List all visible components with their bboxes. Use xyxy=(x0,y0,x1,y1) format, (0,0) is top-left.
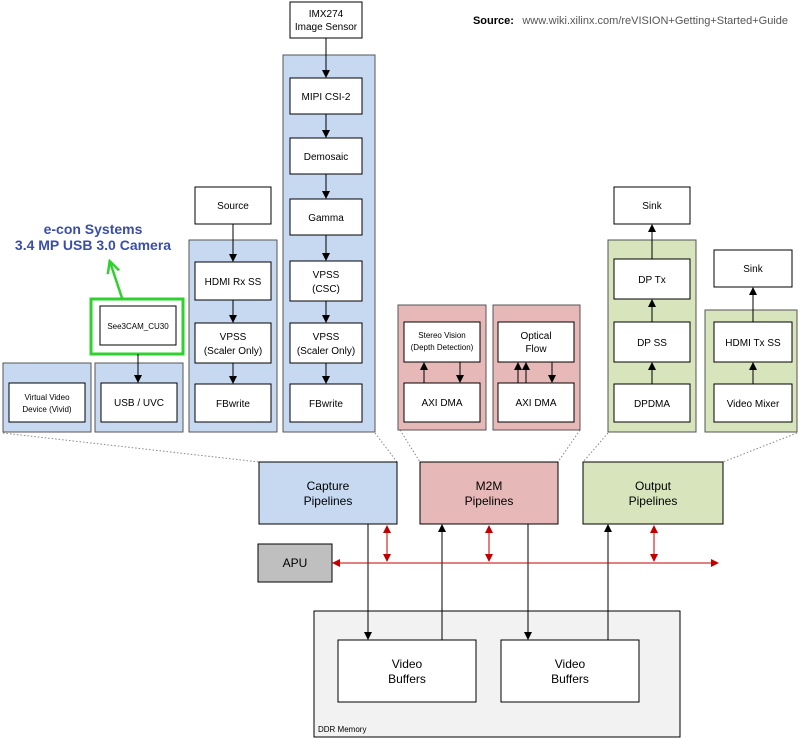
source-url: www.wiki.xilinx.com/reVISION+Getting+Sta… xyxy=(521,15,788,27)
m2m-pipelines-box: M2M Pipelines xyxy=(419,461,559,525)
m2m-label-1: M2M xyxy=(476,479,503,493)
vivid-label-2: Device (Vivid) xyxy=(22,405,72,414)
output-pipelines-box: Output Pipelines xyxy=(582,461,724,525)
vpss-csc-label-1: VPSS xyxy=(313,270,340,281)
hdmi-tx-box: HDMI Tx SS xyxy=(713,321,793,363)
see3cam-highlight xyxy=(89,297,185,356)
vivid-label-1: Virtual Video xyxy=(24,393,70,402)
dotted-connectors xyxy=(2,429,798,463)
sink-2-label: Sink xyxy=(743,264,763,275)
fbwrite-mid-label: FBwrite xyxy=(309,399,343,410)
vpss-scaler-left-label-2: (Scaler Only) xyxy=(204,346,262,357)
capture-label-1: Capture xyxy=(307,479,350,493)
axi-dma-1-box: AXI DMA xyxy=(403,382,481,423)
output-label-2: Pipelines xyxy=(629,494,678,508)
econ-annotation-line2: 3.4 MP USB 3.0 Camera xyxy=(15,237,171,253)
video-buffers-2-box: Video Buffers xyxy=(500,639,640,703)
fbwrite-left-label: FBwrite xyxy=(216,399,250,410)
usb-uvc-box: USB / UVC xyxy=(100,382,178,423)
imx274-label-2: Image Sensor xyxy=(295,22,358,33)
optical-label-1: Optical xyxy=(520,331,551,342)
stereo-dma-arrows xyxy=(420,362,464,383)
video-buffers-2-label-1: Video xyxy=(555,657,586,671)
optical-box: Optical Flow xyxy=(497,321,575,363)
fbwrite-mid-box: FBwrite xyxy=(289,383,363,423)
axi-dma-2-box: AXI DMA xyxy=(497,382,575,423)
axi-dma-2-label: AXI DMA xyxy=(515,398,556,409)
stereo-box: Stereo Vision (Depth Detection) xyxy=(403,321,481,363)
apu-box: APU xyxy=(257,543,333,583)
econ-annotation-line1: e-con Systems xyxy=(44,221,143,237)
source-box-label: Source xyxy=(217,201,249,212)
ddr-label: DDR Memory xyxy=(318,725,366,734)
imx274-box: IMX274 Image Sensor xyxy=(289,1,363,39)
video-mixer-box: Video Mixer xyxy=(713,383,793,423)
dp-ss-label: DP SS xyxy=(637,338,667,349)
demosaic-label: Demosaic xyxy=(304,152,348,163)
vpss-csc-label-2: (CSC) xyxy=(312,284,340,295)
vivid-box: Virtual Video Device (Vivid) xyxy=(8,382,86,423)
apu-label: APU xyxy=(283,556,308,570)
usb-uvc-label: USB / UVC xyxy=(114,398,164,409)
demosaic-box: Demosaic xyxy=(289,137,363,175)
source-label: Source: xyxy=(473,15,514,27)
memory-flow-arrows xyxy=(364,524,612,640)
stereo-label-2: (Depth Detection) xyxy=(411,343,474,352)
mipi-label: MIPI CSI-2 xyxy=(302,92,351,103)
gamma-label: Gamma xyxy=(308,213,344,224)
vpss-scaler-mid-box: VPSS (Scaler Only) xyxy=(289,322,363,364)
vpss-csc-box: VPSS (CSC) xyxy=(289,260,363,302)
see3cam-box: See3CAM_CU30 xyxy=(89,297,185,356)
capture-pipelines-box: Capture Pipelines xyxy=(258,461,398,525)
optical-dma-arrows xyxy=(514,362,556,383)
dpdma-box: DPDMA xyxy=(613,383,691,423)
dpdma-label: DPDMA xyxy=(634,399,670,410)
video-buffers-1-label-2: Buffers xyxy=(388,672,426,686)
output-label-1: Output xyxy=(635,479,672,493)
source-box: Source xyxy=(194,186,272,225)
dp-tx-box: DP Tx xyxy=(613,258,691,300)
imx274-label-1: IMX274 xyxy=(309,9,344,20)
m2m-label-2: Pipelines xyxy=(465,494,514,508)
dp-tx-label: DP Tx xyxy=(638,275,665,286)
video-mixer-label: Video Mixer xyxy=(727,399,780,410)
hdmi-tx-label: HDMI Tx SS xyxy=(725,338,781,349)
video-buffers-1-label-1: Video xyxy=(392,657,423,671)
stereo-label-1: Stereo Vision xyxy=(418,331,465,340)
vpss-scaler-left-box: VPSS (Scaler Only) xyxy=(194,322,272,364)
see3cam-label: See3CAM_CU30 xyxy=(107,322,169,331)
fbwrite-left-box: FBwrite xyxy=(194,383,272,423)
dp-ss-box: DP SS xyxy=(613,321,691,363)
mipi-box: MIPI CSI-2 xyxy=(289,77,363,115)
hdmi-rx-box: HDMI Rx SS xyxy=(194,261,272,301)
optical-label-2: Flow xyxy=(525,344,547,355)
apu-control-bus xyxy=(332,525,719,567)
capture-label-2: Pipelines xyxy=(304,494,353,508)
sink-2-box: Sink xyxy=(713,249,793,288)
vpss-scaler-mid-label-1: VPSS xyxy=(313,332,340,343)
vpss-scaler-mid-label-2: (Scaler Only) xyxy=(297,346,355,357)
gamma-box: Gamma xyxy=(289,198,363,236)
imx-group-container xyxy=(282,54,376,433)
video-buffers-2-label-2: Buffers xyxy=(551,672,589,686)
video-buffers-1-box: Video Buffers xyxy=(337,639,477,703)
vpss-scaler-left-label-1: VPSS xyxy=(220,332,247,343)
source-attribution: Source: www.wiki.xilinx.com/reVISION+Get… xyxy=(473,11,788,28)
econ-pointer-arrow xyxy=(110,262,124,299)
hdmi-rx-label: HDMI Rx SS xyxy=(205,277,262,288)
sink-1-box: Sink xyxy=(613,186,691,225)
axi-dma-1-label: AXI DMA xyxy=(421,398,462,409)
sink-1-label: Sink xyxy=(642,201,662,212)
